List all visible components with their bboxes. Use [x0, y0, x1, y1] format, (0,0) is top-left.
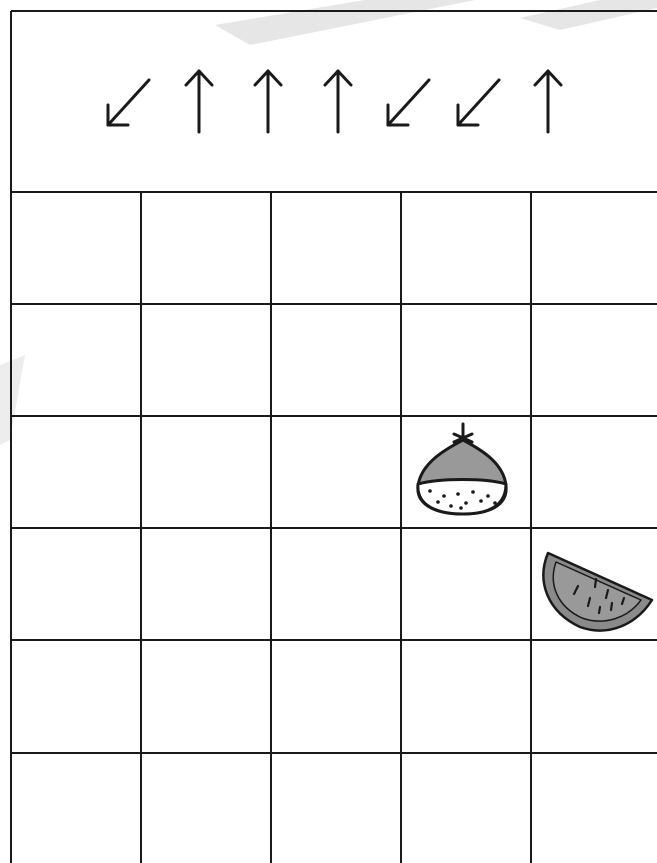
arrow-up-icon	[325, 71, 351, 132]
grid-cell-r4-c2[interactable]	[141, 528, 271, 640]
grid-cell-r5-c2[interactable]	[141, 640, 271, 753]
grid-cell-r3-c5[interactable]	[531, 416, 657, 528]
grid-cell-r5-c1[interactable]	[11, 640, 141, 753]
arrow-down-left-icon	[458, 80, 499, 125]
grid-cell-r6-c2[interactable]	[141, 753, 271, 863]
grid-cell-r2-c3[interactable]	[271, 304, 401, 416]
grid-cell-r6-c4[interactable]	[401, 753, 531, 863]
grid-cell-r2-c1[interactable]	[11, 304, 141, 416]
grid-cell-r6-c5[interactable]	[531, 753, 657, 863]
arrow-down-left-icon	[108, 80, 149, 125]
arrow-up-icon	[255, 71, 281, 132]
grid-cell-r3-c3[interactable]	[271, 416, 401, 528]
grid-cell-r1-c3[interactable]	[271, 192, 401, 304]
arrow-instruction-box	[11, 11, 657, 192]
grid	[11, 11, 657, 863]
grid-cell-r4-c3[interactable]	[271, 528, 401, 640]
grid-cell-r5-c5[interactable]	[531, 640, 657, 753]
grid-cell-r2-c2[interactable]	[141, 304, 271, 416]
grid-cell-r5-c4[interactable]	[401, 640, 531, 753]
arrow-up-icon	[186, 71, 212, 132]
arrow-sequence	[108, 71, 561, 132]
grid-cell-r4-c4[interactable]	[401, 528, 531, 640]
grid-cell-r1-c2[interactable]	[141, 192, 271, 304]
grid-cell-r1-c4[interactable]	[401, 192, 531, 304]
grid-cell-r6-c3[interactable]	[271, 753, 401, 863]
arrow-up-icon	[535, 71, 561, 132]
grid-cell-r6-c1[interactable]	[11, 753, 141, 863]
grid-cell-r5-c3[interactable]	[271, 640, 401, 753]
grid-cell-r2-c5[interactable]	[531, 304, 657, 416]
arrow-down-left-icon	[388, 80, 429, 125]
grid-cell-r3-c2[interactable]	[141, 416, 271, 528]
grid-cell-r3-c1[interactable]	[11, 416, 141, 528]
grid-cell-r1-c1[interactable]	[11, 192, 141, 304]
grid-cell-r2-c4[interactable]	[401, 304, 531, 416]
grid-cell-r4-c1[interactable]	[11, 528, 141, 640]
grid-cell-r1-c5[interactable]	[531, 192, 657, 304]
